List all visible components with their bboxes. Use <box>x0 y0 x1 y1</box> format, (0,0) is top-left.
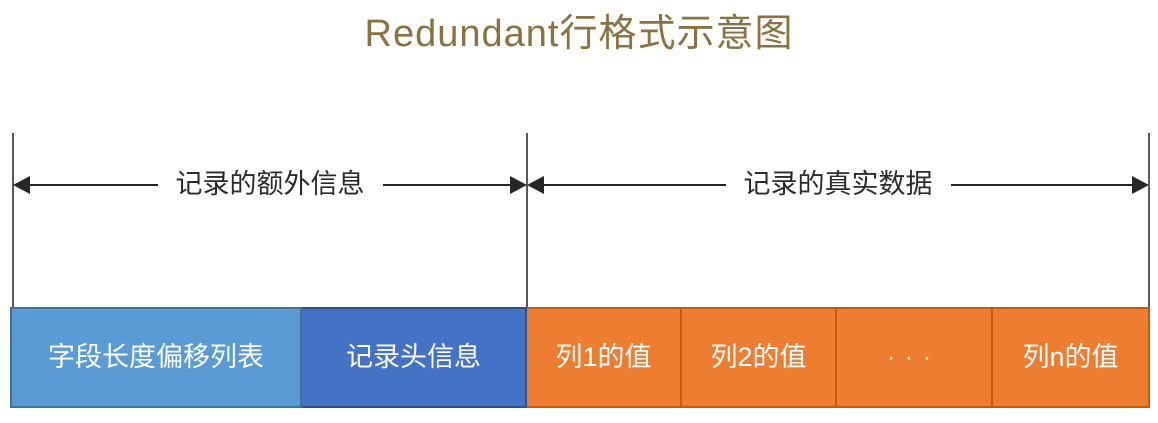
arrow-line <box>30 183 158 186</box>
arrow-right-icon <box>1132 175 1149 194</box>
box-col1-value-label: 列1的值 <box>555 342 652 372</box>
box-ellipsis-label: ··· <box>887 343 941 371</box>
arrow-right-icon <box>510 175 527 194</box>
extra-info-label: 记录的额外信息 <box>175 169 365 199</box>
record-format-box-row: 字段长度偏移列表 记录头信息 列1的值 列2的值 ··· 列n的值 <box>10 307 1150 408</box>
dimension-line-right <box>1148 133 1150 307</box>
box-col2-value: 列2的值 <box>682 307 837 408</box>
box-field-length-offset-list-label: 字段长度偏移列表 <box>48 342 264 372</box>
box-ellipsis: ··· <box>837 307 993 408</box>
arrow-line <box>382 183 510 186</box>
real-data-label: 记录的真实数据 <box>743 169 933 199</box>
box-record-header-info-label: 记录头信息 <box>346 342 481 372</box>
box-field-length-offset-list: 字段长度偏移列表 <box>10 307 302 408</box>
arrow-left-icon <box>13 175 30 194</box>
real-data-dimension-arrow: 记录的真实数据 <box>527 170 1149 199</box>
dimension-line-left <box>12 133 14 307</box>
arrow-left-icon <box>527 175 544 194</box>
dimension-line-middle <box>526 133 528 307</box>
arrow-line <box>544 183 726 186</box>
box-record-header-info: 记录头信息 <box>302 307 527 408</box>
box-coln-value: 列n的值 <box>993 307 1150 408</box>
arrow-line <box>950 183 1132 186</box>
extra-info-dimension-arrow: 记录的额外信息 <box>13 170 527 199</box>
box-col2-value-label: 列2的值 <box>710 342 807 372</box>
diagram-title: Redundant行格式示意图 <box>364 13 794 55</box>
box-coln-value-label: 列n的值 <box>1022 342 1119 372</box>
box-col1-value: 列1的值 <box>527 307 682 408</box>
